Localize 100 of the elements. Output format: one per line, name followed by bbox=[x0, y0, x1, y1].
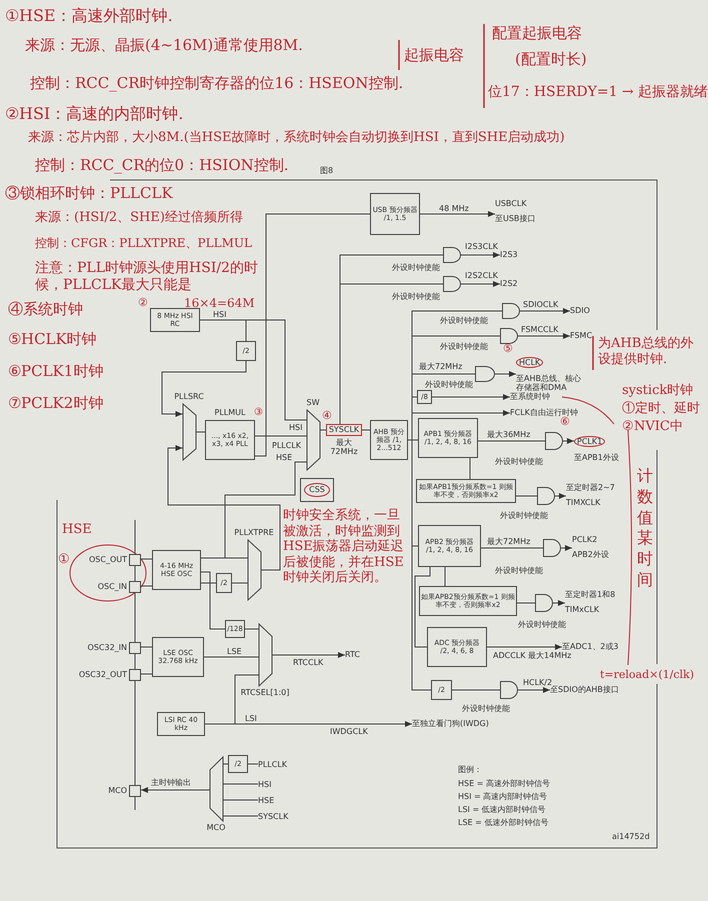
handwritten-note: systick时钟 bbox=[622, 383, 694, 399]
mux-label: PLLXTPRE bbox=[233, 528, 275, 539]
arrow bbox=[486, 644, 562, 650]
and-gate bbox=[443, 247, 461, 263]
edge-label: I2S2CLK bbox=[464, 271, 499, 280]
pin-label: OSC32_OUT bbox=[78, 670, 127, 679]
output-label: SYSCLK bbox=[258, 812, 288, 821]
output-label: 至系统时钟 bbox=[510, 392, 550, 401]
arrow bbox=[162, 360, 246, 417]
handwritten-note: 来源：(HSI/2、SHE)经过倍频所得 bbox=[35, 210, 243, 226]
handwritten-note: ②HSI：高速的内部时钟. bbox=[5, 104, 184, 124]
printed-label: ai14752d bbox=[612, 832, 650, 841]
printed-label: 图8 bbox=[320, 166, 334, 175]
output-label: USBCLK bbox=[495, 199, 528, 208]
edge-label: 主时钟输出 bbox=[150, 778, 192, 787]
and-gate bbox=[475, 366, 495, 382]
mux-label: MCO bbox=[206, 823, 226, 834]
handwritten-note: ⑦PCLK2时钟 bbox=[8, 394, 104, 412]
output-label: FCLK自由运行时钟 bbox=[510, 408, 578, 417]
and-gate bbox=[443, 276, 461, 292]
and-gate bbox=[535, 594, 553, 612]
handwritten-note: 控制：RCC_CR的位0：HSION控制. bbox=[35, 156, 289, 174]
output-label: 至AHB总线、核心存储器和DMA bbox=[516, 374, 582, 392]
mux-label: PLLSRC bbox=[173, 392, 205, 403]
handwritten-note: ③ bbox=[254, 407, 263, 419]
edge-label: SDIOCLK bbox=[522, 300, 560, 309]
handwritten-note: 来源：芯片内部，大小8M.(当HSE故障时，系统时钟会自动切换到HSI，直到SHE启动成功) bbox=[28, 130, 565, 146]
caption-label: 外设时钟使能 bbox=[392, 263, 440, 272]
output-label: TIMXCLK bbox=[566, 498, 602, 507]
output-label: PCLK2 bbox=[572, 535, 598, 544]
connector-line bbox=[516, 602, 536, 604]
handwritten-note: ①HSE：高速外部时钟. bbox=[5, 6, 173, 26]
edge-label: ADCCLK 最大14MHz bbox=[492, 651, 572, 660]
arrow bbox=[494, 371, 516, 377]
handwritten-note: 为AHB总线的外设提供时钟. bbox=[598, 336, 694, 368]
output-label: 至定时器1和8 bbox=[565, 590, 616, 599]
edge-label: RTCCLK bbox=[292, 658, 324, 667]
arrow bbox=[270, 652, 346, 658]
arrow bbox=[432, 394, 510, 400]
arrow bbox=[518, 333, 570, 339]
printed-label: PLLCLK bbox=[272, 441, 302, 450]
frequency-note: 最大 72MHz bbox=[329, 438, 359, 456]
arrow bbox=[460, 252, 500, 258]
connector-line bbox=[444, 566, 446, 586]
handwritten-note: 控制：RCC_CR时钟控制寄存器的位16：HSEON控制. bbox=[30, 74, 404, 92]
pin-label: OSC_IN bbox=[98, 582, 127, 591]
arrow bbox=[140, 787, 210, 793]
handwritten-note: (配置时长) bbox=[515, 50, 587, 68]
output-label: 至APB1外设 bbox=[574, 453, 619, 462]
and-gate bbox=[545, 432, 563, 450]
connector-line bbox=[244, 628, 260, 630]
handwritten-note: 起振电容 bbox=[404, 46, 464, 64]
caption-label: 外设时钟使能 bbox=[440, 316, 488, 325]
clock-label: SYSCLK bbox=[326, 424, 362, 436]
output-label: I2S3 bbox=[500, 250, 518, 259]
and-gate bbox=[500, 328, 518, 344]
caption-label: 外设时钟使能 bbox=[392, 292, 440, 301]
connector-line bbox=[204, 656, 260, 658]
circled-label: HCLK bbox=[516, 357, 544, 368]
handwritten-note: ③锁相环时钟：PLLCLK bbox=[5, 184, 173, 202]
output-label: PLLCLK bbox=[258, 760, 288, 769]
arrow bbox=[560, 545, 572, 551]
printed-label: HSI bbox=[289, 423, 302, 432]
handwritten-note: 位17：HSERDY=1 → 起振器就绪 bbox=[488, 84, 708, 101]
handwritten-note: ⑥ bbox=[560, 415, 570, 428]
connector-line bbox=[414, 566, 430, 648]
arrow bbox=[420, 211, 496, 217]
printed-label: LSI = 低速内部时钟信号 bbox=[458, 805, 546, 814]
css-box: CSS bbox=[300, 478, 334, 502]
handwritten-note: 注意：PLL时钟源头使用HSI/2的时候，PLLCLK最大只能是 bbox=[35, 260, 259, 294]
pin-label: OSC_OUT bbox=[89, 555, 127, 564]
arrow bbox=[168, 445, 280, 570]
output-label: HSE bbox=[258, 796, 274, 805]
connector-line bbox=[340, 284, 444, 424]
arrow bbox=[552, 600, 566, 606]
edge-label: 最大72MHz bbox=[418, 362, 464, 371]
connector-line bbox=[200, 572, 226, 630]
output-label: 至ADC1、2或3 bbox=[562, 642, 618, 651]
printed-label: LSE = 低速外部时钟信号 bbox=[458, 818, 548, 827]
caption-label: 外设时钟使能 bbox=[500, 511, 548, 520]
edge-label: LSE bbox=[226, 647, 243, 656]
connector-line bbox=[140, 646, 152, 648]
edge-label: FSMCCLK bbox=[520, 325, 560, 334]
output-label: FSMC bbox=[570, 331, 592, 340]
handwritten-note: ④系统时钟 bbox=[8, 300, 83, 318]
and-gate bbox=[537, 487, 555, 505]
edge-label: HSI bbox=[212, 310, 228, 319]
arrow bbox=[518, 687, 550, 693]
caption-label: 外设时钟使能 bbox=[518, 620, 566, 629]
output-label: 至独立看门狗(IWDG) bbox=[412, 719, 489, 728]
caption-label: 外设时钟使能 bbox=[440, 342, 488, 351]
handwritten-note: ⑤ bbox=[503, 342, 513, 356]
edge-label: 最大36MHz bbox=[486, 430, 532, 439]
circled-label: PCLK1 bbox=[574, 436, 606, 447]
caption-label: 外设时钟使能 bbox=[462, 704, 510, 713]
connector-line bbox=[408, 440, 432, 690]
arrow bbox=[460, 281, 500, 287]
and-gate bbox=[500, 681, 518, 699]
edge-label: 48 MHz bbox=[438, 204, 470, 213]
output-label: I2S2 bbox=[500, 279, 518, 288]
